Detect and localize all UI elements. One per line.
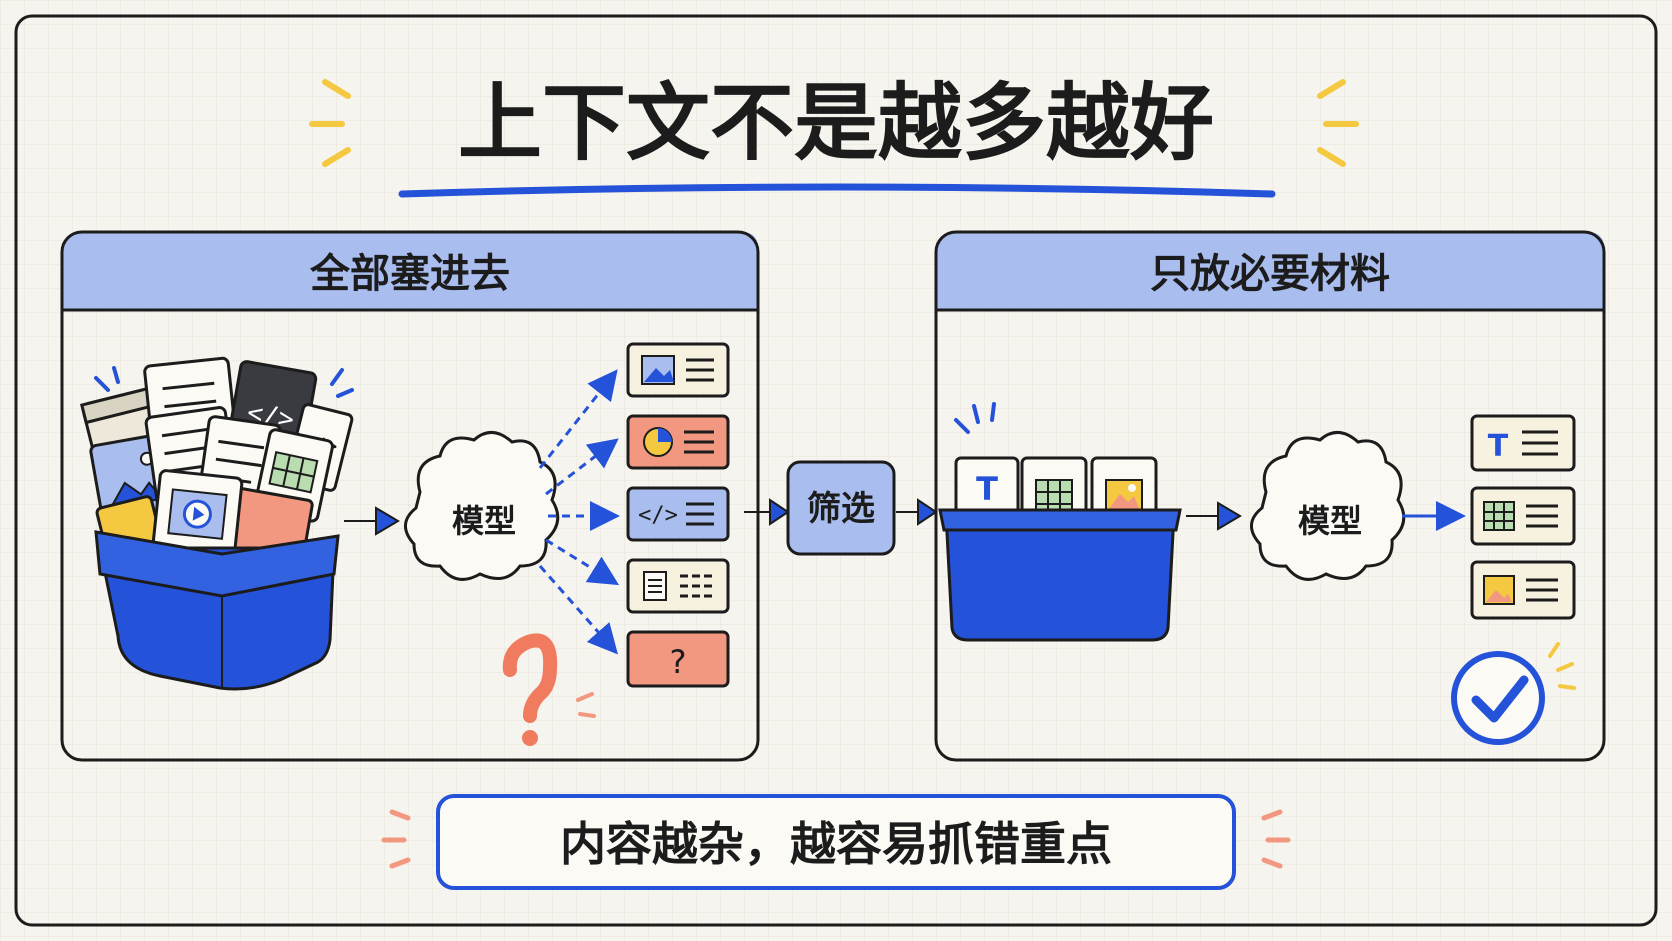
question-mark-icon [502,633,596,746]
model-cloud-left: 模型 [404,431,560,581]
svg-text:</>: </> [638,503,678,528]
arrow-icon [344,506,400,536]
output-card-doc [626,558,730,614]
basket-sparkles [94,366,354,398]
title-sparkles-right [1317,79,1359,167]
result-card-image [1470,560,1576,620]
model-cloud-right: 模型 [1250,431,1406,581]
bottom-note-sparkles [381,809,1291,869]
arrow-icon [744,498,790,526]
text-icon: T [1488,429,1509,464]
text-icon: T [976,470,998,508]
right-panel: 只放必要材料 [934,230,1606,762]
page-title: 上下文不是越多越好 [458,74,1214,172]
messy-documents: </> > [79,356,354,572]
bottom-note: 内容越杂，越容易抓错重点 [436,794,1236,890]
filter-box: 筛选 [786,460,896,556]
title-underline [398,183,1276,198]
question-card-label: ? [670,643,687,681]
right-basket [938,508,1182,642]
right-basket-sparkles [954,402,996,434]
outer-frame [14,14,1658,927]
left-panel: 全部塞进去 [60,230,760,762]
fan-arrows [538,369,620,655]
output-card-code: </> [626,486,730,542]
model-label-left: 模型 [452,502,516,540]
title-sparkles-left [309,79,351,167]
right-panel-header: 只放必要材料 [1150,251,1390,297]
left-panel-header: 全部塞进去 [309,251,510,297]
check-circle-icon [1451,642,1576,745]
filter-label: 筛选 [807,489,875,529]
model-label-right: 模型 [1298,502,1362,540]
bottom-note-text: 内容越杂，越容易抓错重点 [560,817,1112,871]
result-card-text: T [1470,414,1576,472]
arrow-icon [896,498,938,526]
arrow-icon [1186,501,1242,531]
output-card-image [626,342,730,398]
output-card-question: ? [626,630,730,688]
left-basket [94,530,340,691]
output-card-pie [626,414,730,470]
result-card-spreadsheet [1470,486,1576,546]
